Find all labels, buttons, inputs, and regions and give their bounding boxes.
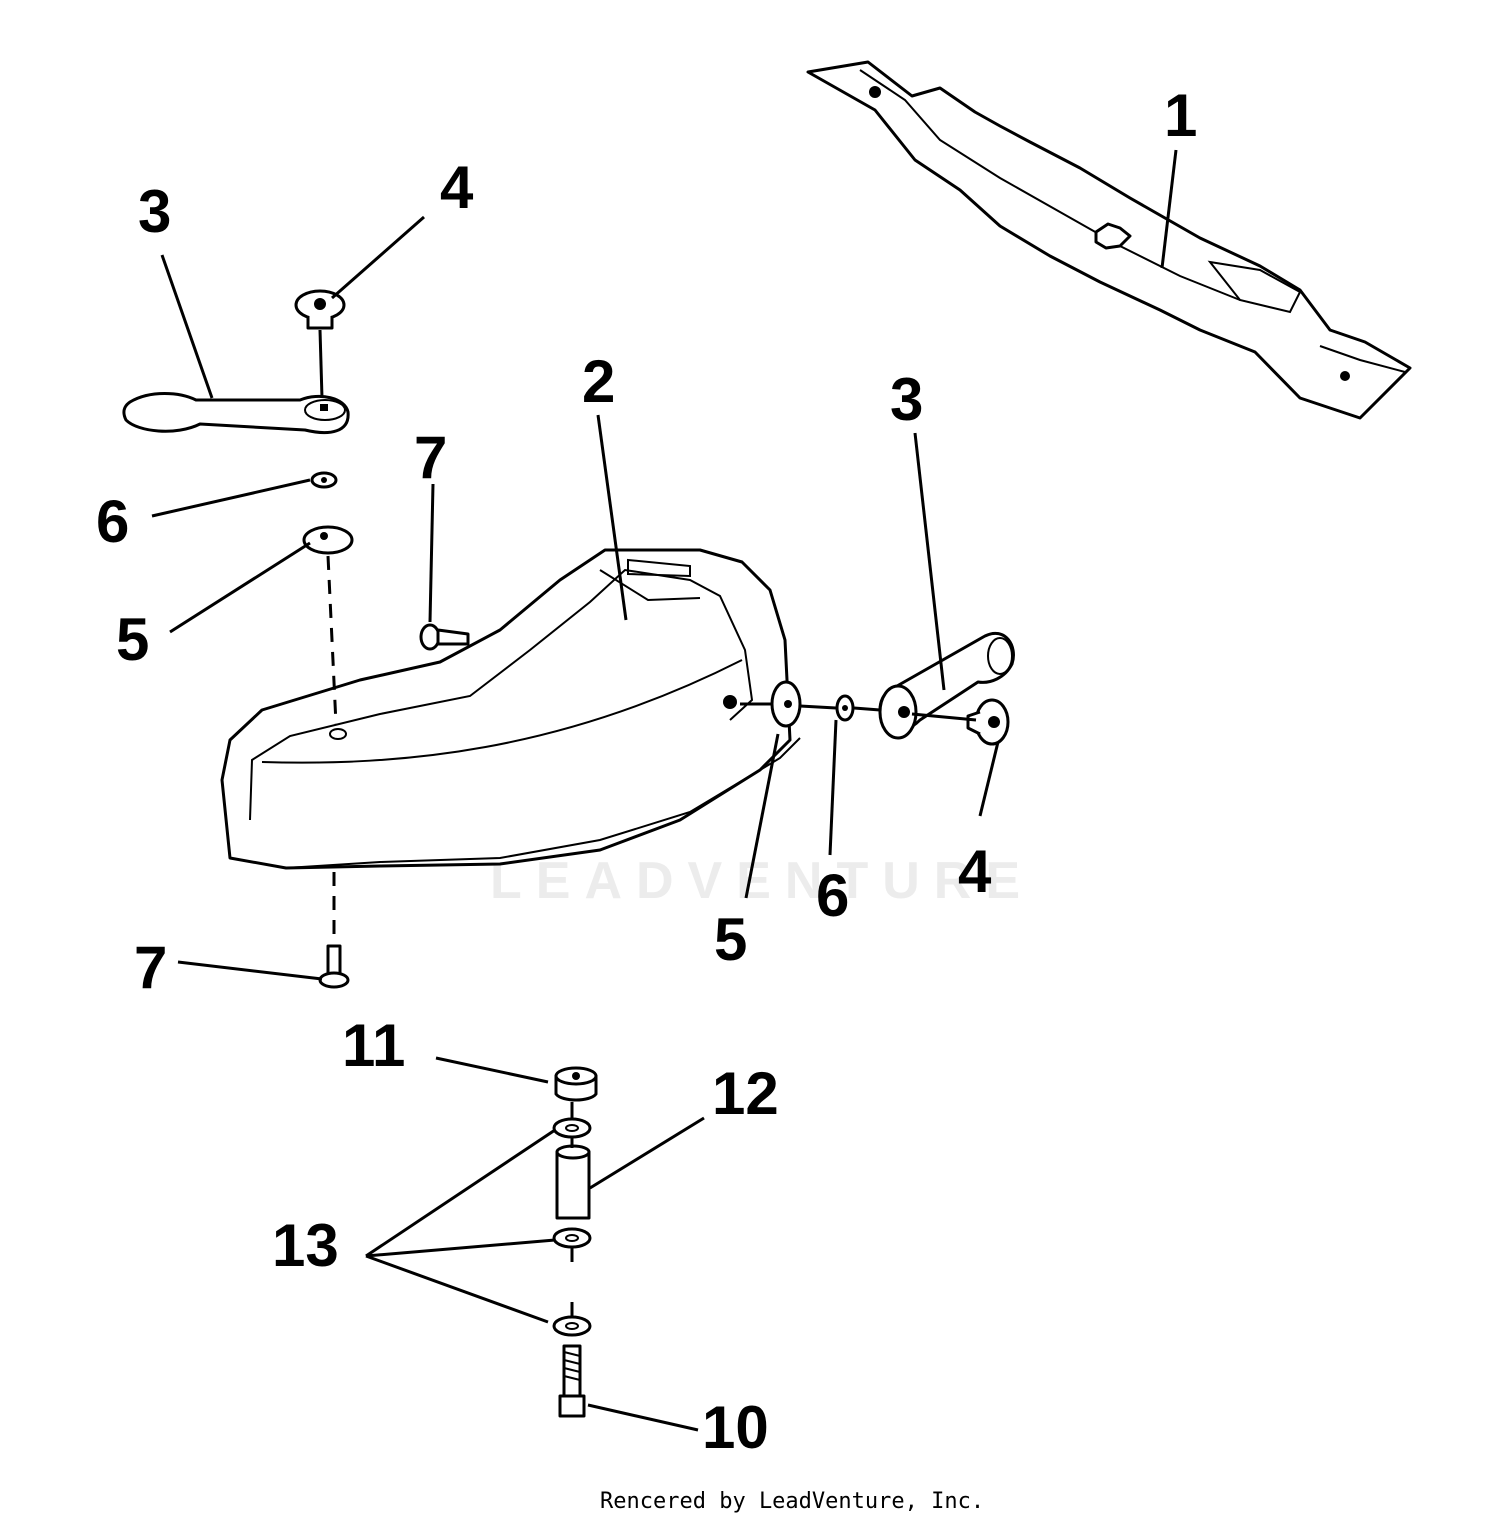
callout-blade: 1 <box>1164 82 1197 149</box>
mandrel-cover-part <box>220 548 801 870</box>
arm-left-part <box>122 392 350 434</box>
callout-washer-large-left: 5 <box>116 606 149 673</box>
washer-large-left-part <box>302 525 354 555</box>
callout-nut: 11 <box>342 1012 405 1079</box>
leader-lines <box>151 149 1178 1432</box>
callout-washer-large-right: 5 <box>714 906 747 973</box>
callout-arm-right: 3 <box>890 366 923 433</box>
callout-arm-left: 3 <box>138 178 171 245</box>
washers-part <box>552 1117 592 1337</box>
assembly-lines <box>318 329 977 1316</box>
washer-large-right-part <box>770 680 802 728</box>
callout-bolt-top: 7 <box>414 424 447 491</box>
callout-mandrel-cover: 2 <box>582 348 615 415</box>
bolt-top-part <box>419 623 470 651</box>
callout-washer-small-left: 6 <box>96 488 129 555</box>
footer-credit: Rencered by LeadVenture, Inc. <box>600 1489 984 1514</box>
blade-part <box>806 60 1412 420</box>
washer-small-left-part <box>310 471 338 489</box>
arm-right-part <box>878 631 1015 740</box>
callout-cap-right: 4 <box>958 838 992 905</box>
callout-bolt-bottom: 7 <box>134 934 167 1001</box>
callout-cap-left: 4 <box>440 154 474 221</box>
nut-part <box>554 1066 598 1102</box>
cap-right-part <box>966 698 1010 746</box>
callout-hex-bolt: 10 <box>702 1394 769 1461</box>
callout-spacer: 12 <box>712 1060 779 1127</box>
callouts: 1 2 3 3 4 4 6 6 5 5 7 7 11 12 13 10 <box>96 82 1197 1461</box>
spacer-part <box>555 1144 591 1220</box>
hex-bolt-part <box>558 1344 586 1418</box>
callout-washers: 13 <box>272 1212 339 1279</box>
cap-left-part <box>294 289 346 330</box>
callout-washer-small-right: 6 <box>816 862 849 929</box>
watermark-text: LEADVENTURE <box>490 852 1034 910</box>
bolt-bottom-part <box>318 944 350 989</box>
washer-small-right-part <box>835 694 855 722</box>
